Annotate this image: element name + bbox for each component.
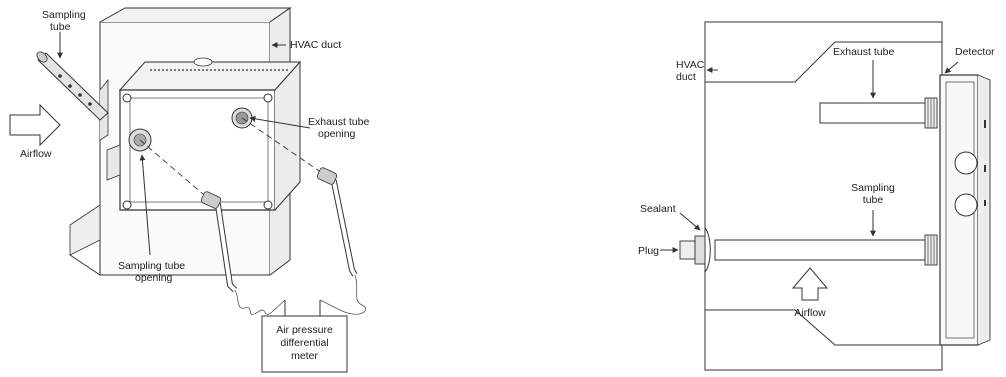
label-hvac-duct: HVAC duct xyxy=(290,39,341,51)
sampling-tube xyxy=(36,51,109,121)
left-diagram: Sampling tube HVAC duct Exhaust tube ope… xyxy=(9,7,369,373)
detector-box xyxy=(939,74,991,346)
label-hvac-line1: HVAC xyxy=(676,59,705,71)
label-sealant: Sealant xyxy=(640,203,676,215)
label-meter-line2: differential xyxy=(280,337,328,349)
label-sampling-tube-opening-line2: opening xyxy=(135,272,173,284)
label-plug: Plug xyxy=(638,245,659,257)
label-sampling-tube-opening-line1: Sampling tube xyxy=(118,260,185,272)
plug-and-sealant xyxy=(679,227,711,273)
label-hvac-line2: duct xyxy=(676,71,696,83)
right-diagram: Exhaust tube Detector HVAC duct Sampling… xyxy=(638,21,995,371)
exhaust-tube xyxy=(819,97,938,129)
meter-hoses xyxy=(200,167,366,316)
label-airflow-right: Airflow xyxy=(794,307,826,319)
label-airflow-left: Airflow xyxy=(20,148,52,160)
label-meter-line1: Air pressure xyxy=(276,324,333,336)
air-pressure-meter xyxy=(261,315,348,373)
airflow-arrow xyxy=(9,103,61,147)
label-exhaust-tube-opening-line1: Exhaust tube xyxy=(308,116,369,128)
label-detector: Detector xyxy=(955,46,995,58)
label-sampling-tube-right-line1: Sampling xyxy=(851,182,895,194)
airflow-arrow-right xyxy=(791,267,829,301)
label-exhaust-tube-opening-line2: opening xyxy=(318,128,356,140)
label-sampling-tube-line1: Sampling xyxy=(42,9,86,21)
label-meter-line3: meter xyxy=(291,350,318,362)
detector-housing xyxy=(106,57,302,211)
label-sampling-tube-right-line2: tube xyxy=(863,194,884,206)
hvac-duct-section xyxy=(704,21,943,371)
label-sampling-tube-line2: tube xyxy=(50,21,71,33)
sampling-tube-right xyxy=(714,234,938,266)
label-exhaust-tube: Exhaust tube xyxy=(833,46,894,58)
